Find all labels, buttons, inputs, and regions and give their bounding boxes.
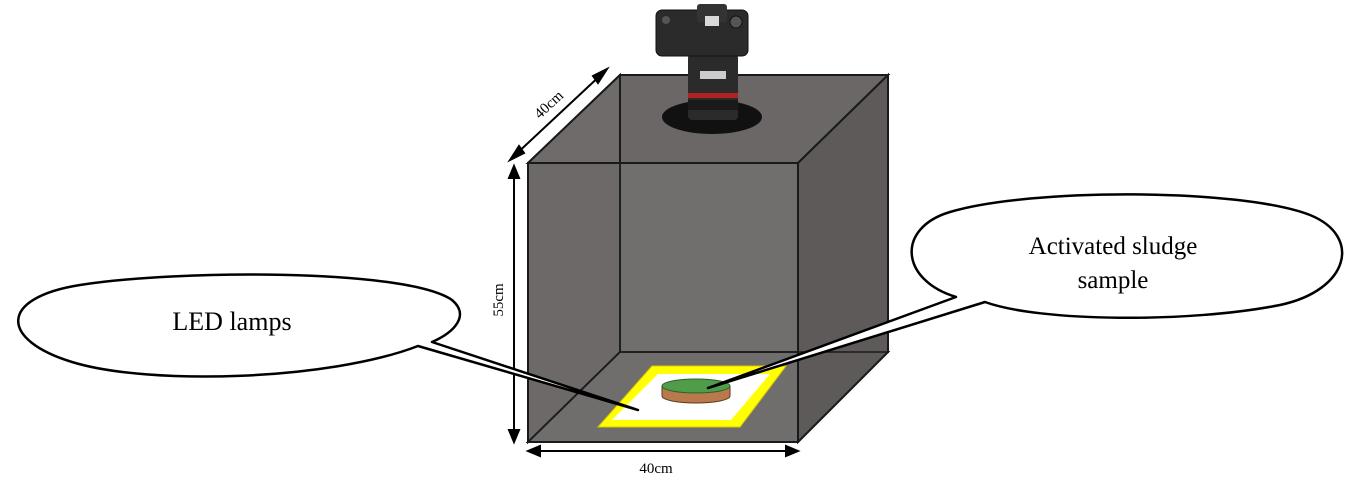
camera-dial <box>729 15 743 29</box>
dimension-height <box>507 163 521 445</box>
camera-dial <box>662 16 670 24</box>
dimension-width-label: 40cm <box>639 461 673 477</box>
callout-sludge-bubble <box>706 193 1344 390</box>
camera-icon <box>655 4 762 134</box>
camera-prism <box>697 4 727 22</box>
camera-lens-ring <box>688 93 738 98</box>
dimension-width <box>525 444 801 458</box>
box-inner-edge <box>527 351 621 443</box>
sample-dish <box>661 378 731 404</box>
camera-lens-label <box>700 71 726 79</box>
callout-sludge-text-line2: sample <box>1078 267 1149 294</box>
dimension-height-label: 55cm <box>491 283 507 317</box>
camera-lens-grip <box>688 100 738 110</box>
callout-led-lamps: LED lamps <box>17 273 640 412</box>
sample-dish-top <box>661 378 731 394</box>
callout-led-bubble <box>17 273 640 412</box>
callout-sludge-text-line1: Activated sludge <box>1029 233 1198 260</box>
camera-lens <box>688 54 738 120</box>
callout-sludge-sample: Activated sludge sample <box>706 193 1344 390</box>
dimension-depth <box>507 66 610 163</box>
camera-screen <box>705 16 719 26</box>
dimension-depth-label: 40cm <box>532 88 568 123</box>
callout-led-text: LED lamps <box>172 307 291 336</box>
